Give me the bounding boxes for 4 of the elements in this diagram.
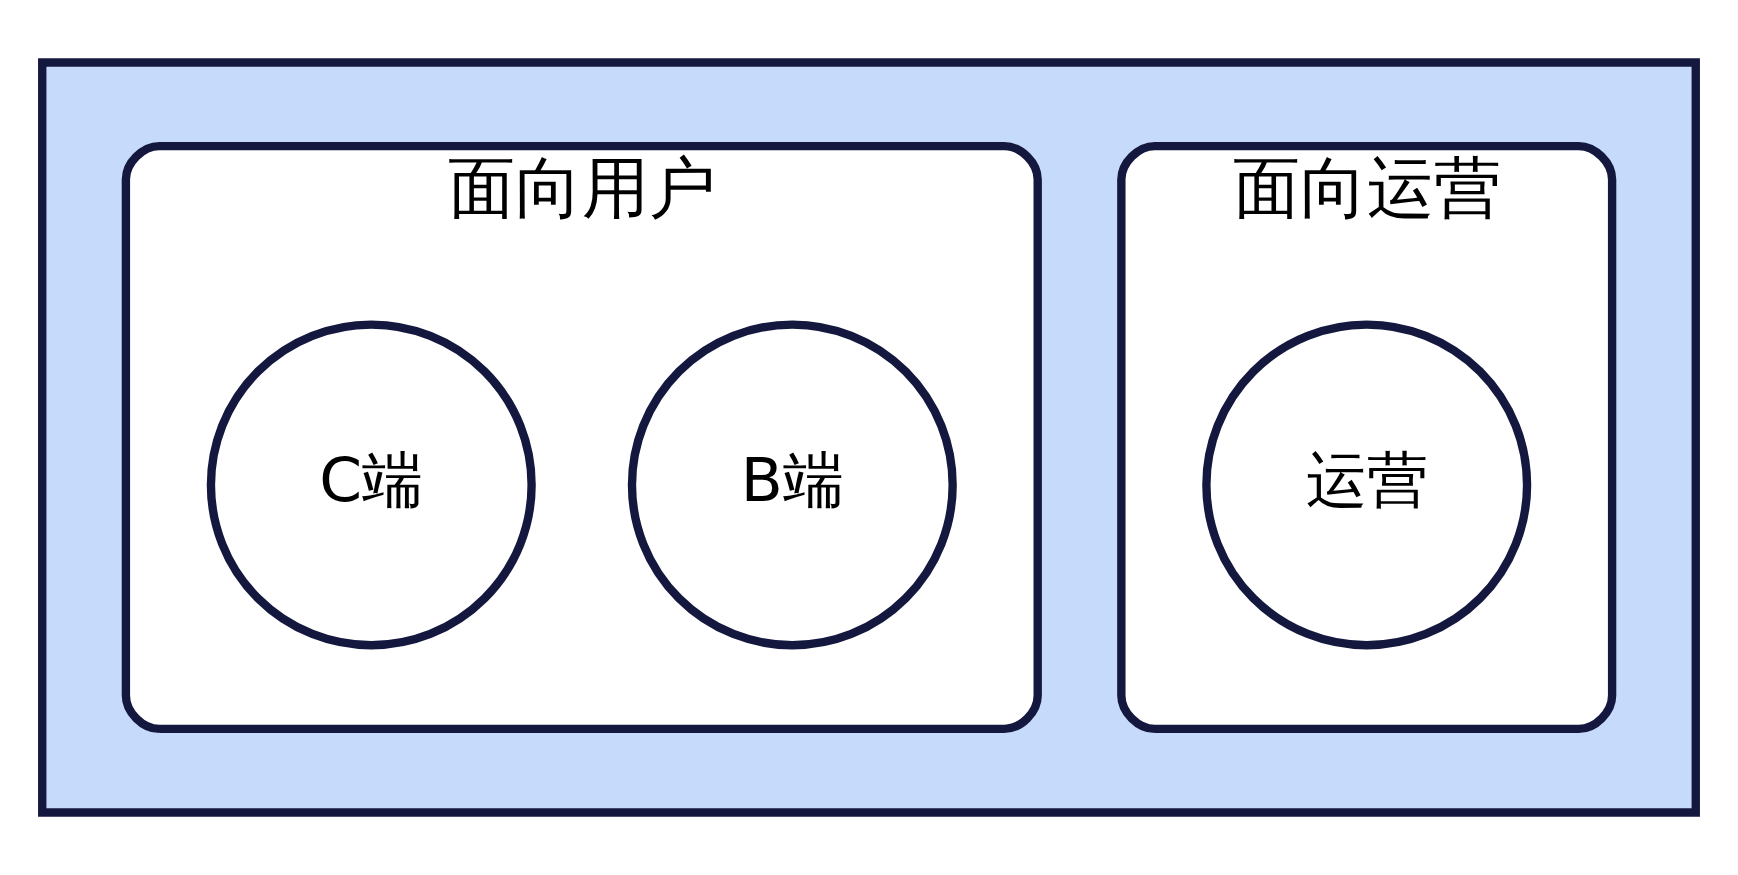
node-circle: B端 [627, 320, 957, 650]
node-circle: 运营 [1202, 320, 1532, 650]
node-circle: C端 [206, 320, 536, 650]
cluster [38, 58, 1700, 817]
